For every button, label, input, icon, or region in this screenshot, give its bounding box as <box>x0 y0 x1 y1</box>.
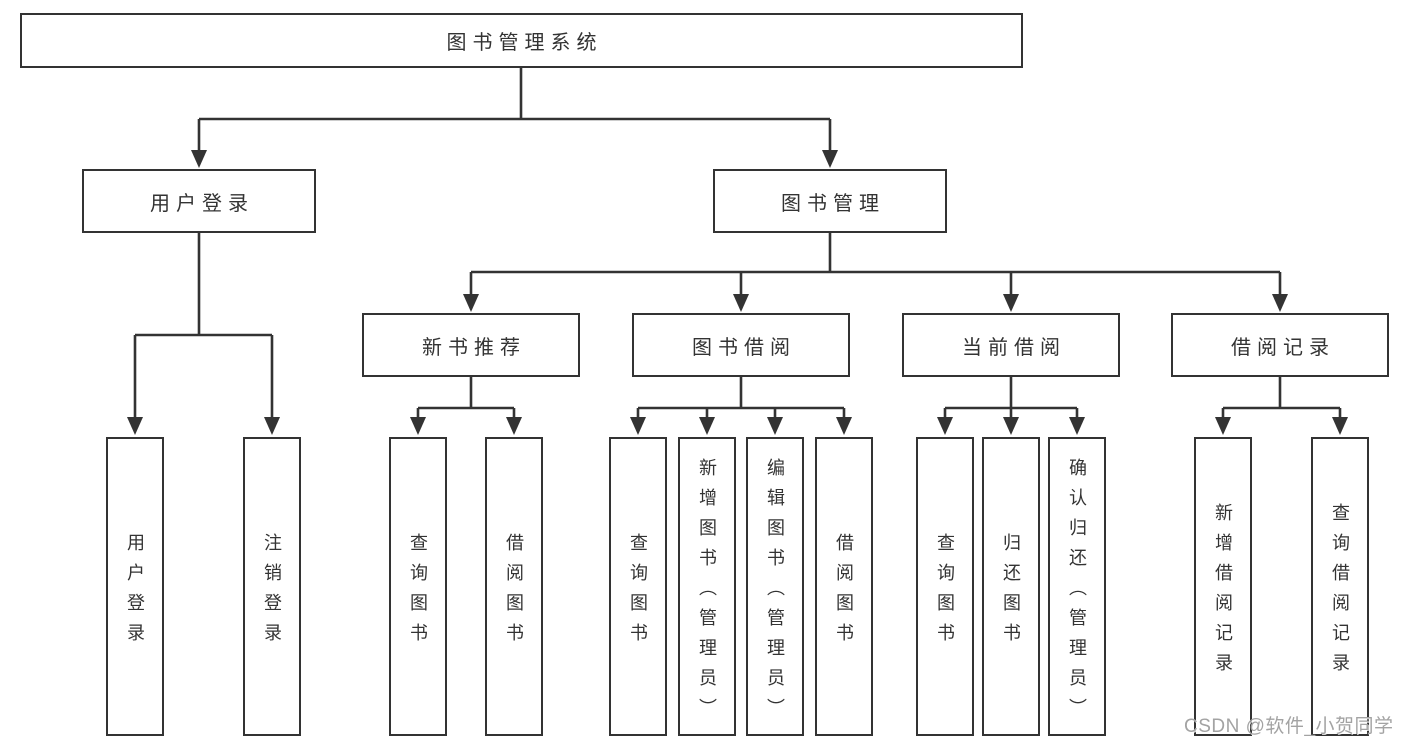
leaf-confirm-return-admin: 确认归还（管理员） <box>1048 437 1106 736</box>
node-label: 新书推荐 <box>422 336 526 359</box>
leaf-borrow-books-borrowing: 借阅图书 <box>815 437 873 736</box>
leaf-user-login: 用户登录 <box>106 437 164 736</box>
node-label: 图书管理 <box>781 192 885 215</box>
node-library-management-system: 图书管理系统 <box>20 13 1023 68</box>
leaf-borrow-books-recommend: 借阅图书 <box>485 437 543 736</box>
node-label: 图书管理系统 <box>446 32 603 54</box>
leaf-logout: 注销登录 <box>243 437 301 736</box>
leaf-label: 确认归还（管理员） <box>1067 457 1087 728</box>
node-label: 借阅记录 <box>1231 336 1335 359</box>
node-borrowing-records: 借阅记录 <box>1171 313 1389 377</box>
leaf-label: 编辑图书（管理员） <box>765 457 785 728</box>
leaf-label: 查询图书 <box>408 532 428 653</box>
leaf-edit-books-admin: 编辑图书（管理员） <box>746 437 804 736</box>
node-label: 图书借阅 <box>692 336 796 359</box>
leaf-label: 归还图书 <box>1001 532 1021 653</box>
leaf-label: 查询借阅记录 <box>1330 502 1350 683</box>
leaf-label: 查询图书 <box>628 532 648 653</box>
leaf-label: 借阅图书 <box>834 532 854 653</box>
node-label: 当前借阅 <box>962 336 1066 359</box>
csdn-watermark: CSDN @软件_小贺同学 <box>1184 716 1394 737</box>
leaf-label: 用户登录 <box>125 532 145 653</box>
leaf-label: 新增借阅记录 <box>1213 502 1233 683</box>
arrowheads <box>127 150 1348 435</box>
leaf-query-books-recommend: 查询图书 <box>389 437 447 736</box>
leaf-query-books-current: 查询图书 <box>916 437 974 736</box>
leaf-label: 注销登录 <box>262 532 282 653</box>
leaf-add-borrow-record: 新增借阅记录 <box>1194 437 1252 736</box>
leaf-label: 借阅图书 <box>504 532 524 653</box>
leaf-label: 查询图书 <box>935 532 955 653</box>
leaf-return-books: 归还图书 <box>982 437 1040 736</box>
node-book-management: 图书管理 <box>713 169 947 233</box>
node-new-book-recommendation: 新书推荐 <box>362 313 580 377</box>
node-user-login: 用户登录 <box>82 169 316 233</box>
leaf-query-books-borrowing: 查询图书 <box>609 437 667 736</box>
leaf-query-borrow-record: 查询借阅记录 <box>1311 437 1369 736</box>
node-current-borrowing: 当前借阅 <box>902 313 1120 377</box>
node-label: 用户登录 <box>150 192 254 215</box>
node-book-borrowing: 图书借阅 <box>632 313 850 377</box>
leaf-add-books-admin: 新增图书（管理员） <box>678 437 736 736</box>
leaf-label: 新增图书（管理员） <box>697 457 717 728</box>
